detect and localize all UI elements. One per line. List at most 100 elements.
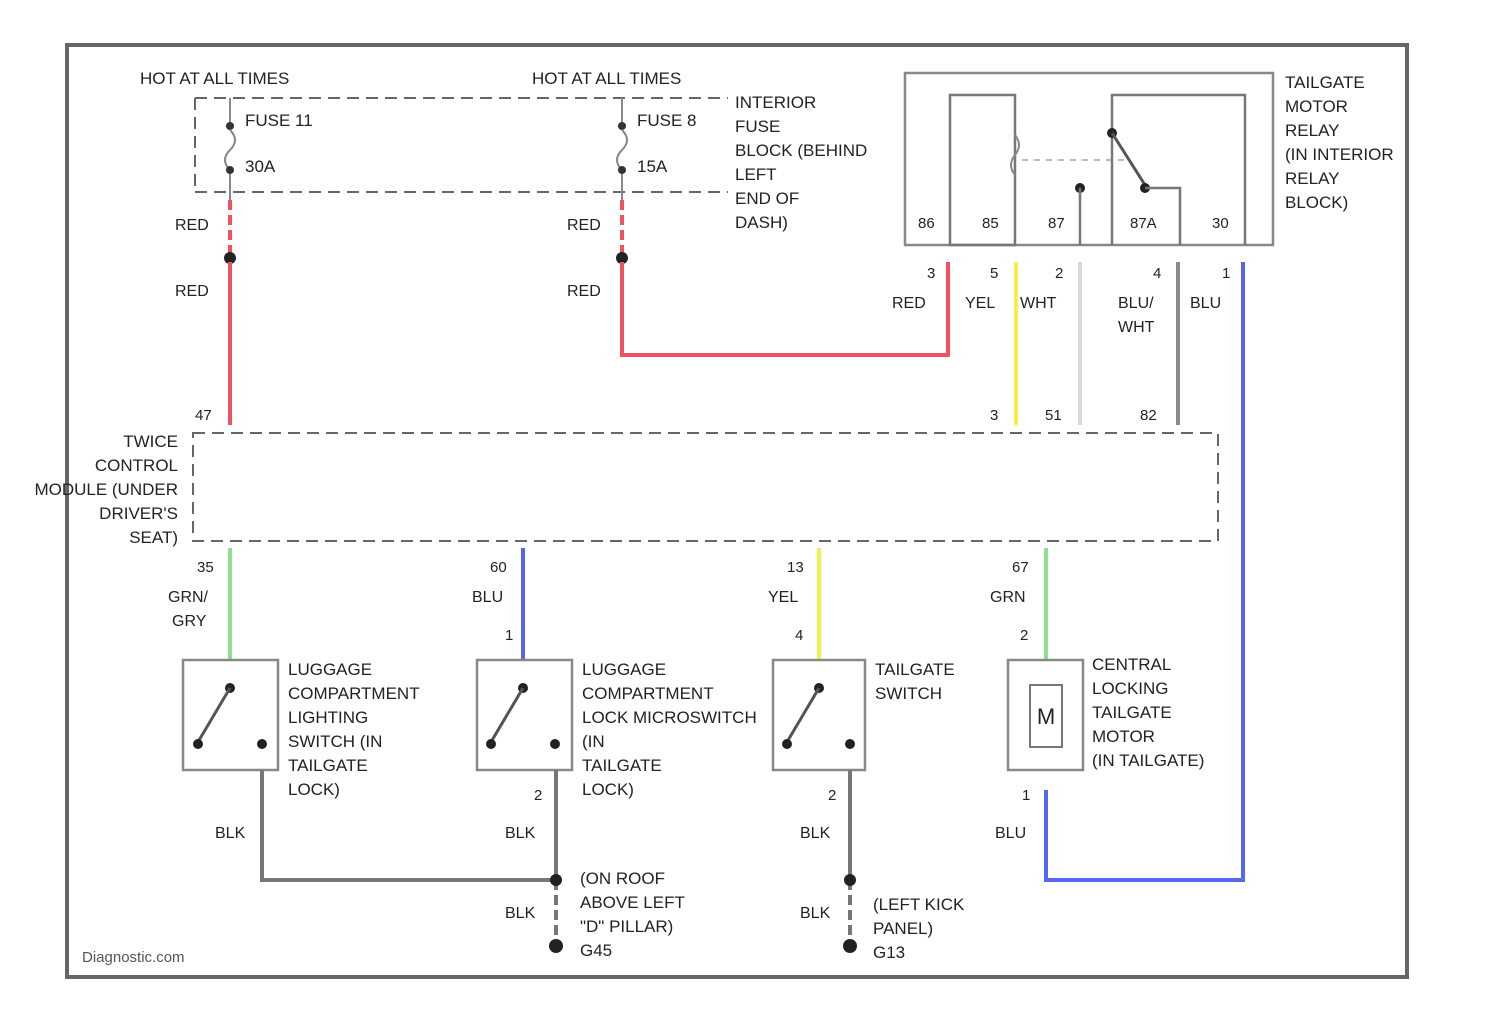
svg-text:BLOCK (BEHIND: BLOCK (BEHIND (735, 141, 867, 160)
wire-label-yel-1: YEL (965, 295, 995, 312)
svg-text:82: 82 (1140, 407, 1157, 424)
svg-text:TAILGATE: TAILGATE (1092, 703, 1172, 722)
wire-label-bluwht-1: BLU/ (1118, 295, 1154, 312)
ground-g45-label: (ON ROOF ABOVE LEFT "D" PILLAR) G45 (580, 869, 685, 960)
fuse-11-name: FUSE 11 (245, 111, 313, 130)
wire-label-grngry-2: GRY (172, 613, 207, 630)
wire-label-bluwht-2: WHT (1118, 319, 1155, 336)
svg-text:DASH): DASH) (735, 213, 788, 232)
svg-text:CONTROL: CONTROL (95, 456, 178, 475)
svg-text:60: 60 (490, 559, 507, 576)
module-label: TWICE CONTROL MODULE (UNDER DRIVER'S SEA… (34, 432, 178, 547)
svg-text:86: 86 (918, 215, 935, 232)
motor-label: CENTRAL LOCKING TAILGATE MOTOR (IN TAILG… (1092, 655, 1204, 770)
svg-text:(LEFT KICK: (LEFT KICK (873, 895, 965, 914)
svg-text:G13: G13 (873, 943, 905, 962)
svg-text:FUSE: FUSE (735, 117, 780, 136)
hot-label-1: HOT AT ALL TIMES (140, 69, 289, 88)
svg-text:DRIVER'S: DRIVER'S (99, 504, 178, 523)
ground-g13-label: (LEFT KICK PANEL) G13 (873, 895, 965, 962)
svg-text:2: 2 (1055, 265, 1063, 282)
wire-label-blu-1: BLU (1190, 295, 1221, 312)
svg-text:1: 1 (1222, 265, 1230, 282)
svg-text:M: M (1037, 704, 1055, 729)
svg-text:30: 30 (1212, 215, 1229, 232)
wire-label-grngry-1: GRN/ (168, 589, 209, 606)
svg-text:85: 85 (982, 215, 999, 232)
svg-text:RELAY: RELAY (1285, 169, 1340, 188)
wire-label-grn: GRN (990, 589, 1026, 606)
wire-label-red-1: RED (175, 217, 209, 234)
wire-label-blk-2: BLK (505, 825, 536, 842)
tailgate-switch-label: TAILGATE SWITCH (875, 660, 955, 703)
svg-text:LOCK MICROSWITCH: LOCK MICROSWITCH (582, 708, 757, 727)
svg-text:4: 4 (1153, 265, 1161, 282)
svg-text:MODULE (UNDER: MODULE (UNDER (34, 480, 178, 499)
svg-text:SWITCH (IN: SWITCH (IN (288, 732, 382, 751)
svg-text:LUGGAGE: LUGGAGE (582, 660, 666, 679)
splice-g45 (550, 874, 562, 886)
tailgate-switch (773, 660, 865, 770)
ground-g13 (843, 939, 857, 953)
svg-text:5: 5 (990, 265, 998, 282)
luggage-lighting-switch-label: LUGGAGE COMPARTMENT LIGHTING SWITCH (IN … (288, 660, 420, 799)
svg-text:LOCK): LOCK) (288, 780, 340, 799)
svg-text:MOTOR: MOTOR (1285, 97, 1348, 116)
svg-text:TWICE: TWICE (123, 432, 178, 451)
svg-text:TAILGATE: TAILGATE (1285, 73, 1365, 92)
svg-text:TAILGATE: TAILGATE (875, 660, 955, 679)
module-top-pins: 47 3 51 82 (195, 407, 1157, 424)
svg-text:67: 67 (1012, 559, 1029, 576)
svg-text:LOCK): LOCK) (582, 780, 634, 799)
svg-text:COMPARTMENT: COMPARTMENT (288, 684, 420, 703)
svg-text:87: 87 (1048, 215, 1065, 232)
svg-text:35: 35 (197, 559, 214, 576)
central-locking-tailgate-motor: M (1008, 660, 1083, 770)
wire-label-yel-2: YEL (768, 589, 798, 606)
wire-blu-relay (1046, 262, 1243, 880)
svg-text:(IN INTERIOR: (IN INTERIOR (1285, 145, 1394, 164)
svg-text:(ON ROOF: (ON ROOF (580, 869, 665, 888)
svg-text:(IN TAILGATE): (IN TAILGATE) (1092, 751, 1204, 770)
splice-g13 (844, 874, 856, 886)
wire-label-blk-3: BLK (505, 905, 536, 922)
svg-text:RELAY: RELAY (1285, 121, 1340, 140)
module-bottom-pins: 35 60 13 67 (197, 559, 1029, 576)
wire-label-red-2: RED (175, 283, 209, 300)
wire-label-blu-2: BLU (472, 589, 503, 606)
svg-text:TAILGATE: TAILGATE (288, 756, 368, 775)
svg-text:END OF: END OF (735, 189, 799, 208)
wire-label-blu-3: BLU (995, 825, 1026, 842)
svg-text:G45: G45 (580, 941, 612, 960)
wire-label-blk-4: BLK (800, 825, 831, 842)
svg-text:TAILGATE: TAILGATE (582, 756, 662, 775)
svg-text:CENTRAL: CENTRAL (1092, 655, 1171, 674)
svg-text:LUGGAGE: LUGGAGE (288, 660, 372, 679)
svg-text:LOCKING: LOCKING (1092, 679, 1169, 698)
wire-label-wht: WHT (1020, 295, 1057, 312)
svg-text:MOTOR: MOTOR (1092, 727, 1155, 746)
svg-text:13: 13 (787, 559, 804, 576)
luggage-lock-microswitch-label: LUGGAGE COMPARTMENT LOCK MICROSWITCH (IN… (582, 660, 757, 799)
svg-text:3: 3 (927, 265, 935, 282)
watermark: Diagnostic.com (82, 949, 185, 966)
wire-label-red-5: RED (892, 295, 926, 312)
tailgate-switch-pin-2: 2 (828, 787, 836, 804)
wire-label-blk-1: BLK (215, 825, 246, 842)
fuse-8 (617, 98, 627, 200)
svg-text:"D" PILLAR): "D" PILLAR) (580, 917, 673, 936)
svg-text:87A: 87A (1130, 215, 1157, 232)
svg-text:COMPARTMENT: COMPARTMENT (582, 684, 714, 703)
tailgate-switch-pin-4: 4 (795, 627, 803, 644)
motor-pin-2: 2 (1020, 627, 1028, 644)
red-wire-fuse11 (224, 200, 236, 425)
fuse-11-rating: 30A (245, 157, 276, 176)
svg-text:SEAT): SEAT) (129, 528, 178, 547)
relay-label: TAILGATE MOTOR RELAY (IN INTERIOR RELAY … (1285, 73, 1394, 212)
svg-text:PANEL): PANEL) (873, 919, 933, 938)
fuse-block-label: INTERIOR FUSE BLOCK (BEHIND LEFT END OF … (735, 93, 867, 232)
twice-control-module (193, 433, 1218, 541)
ground-g45 (549, 939, 563, 953)
svg-text:(IN: (IN (582, 732, 605, 751)
